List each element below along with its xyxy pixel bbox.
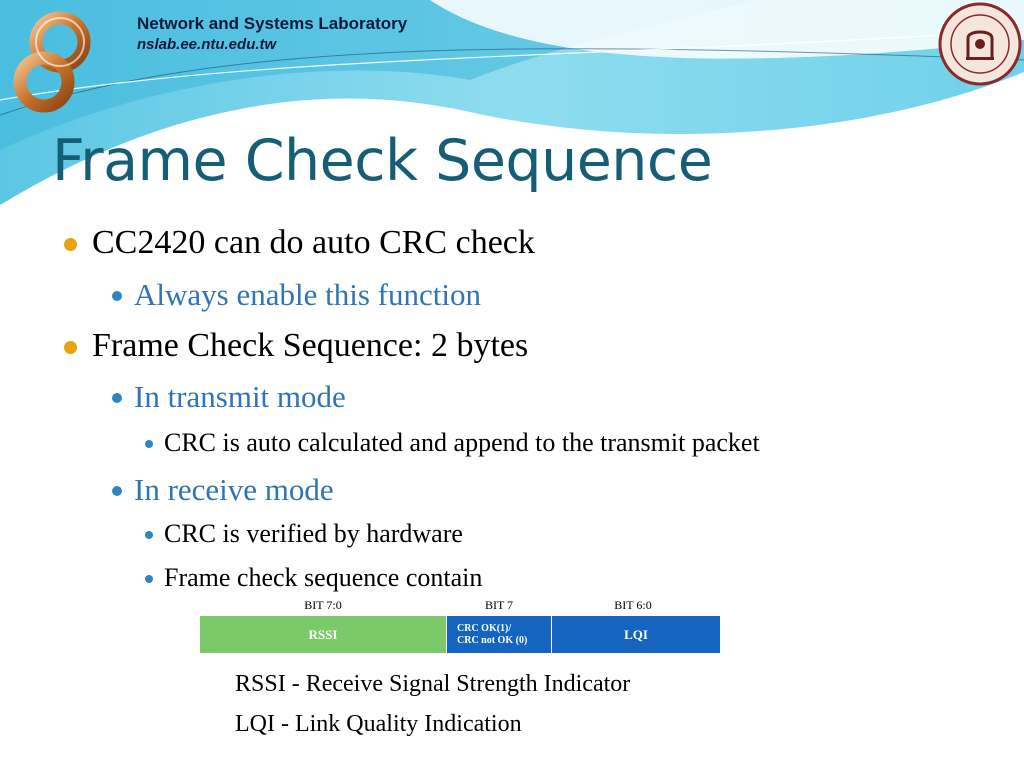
- bullet-dot-icon: [64, 238, 77, 251]
- bullet-text: Frame Check Sequence: 2 bytes: [92, 327, 529, 364]
- lab-logo-icon: [13, 11, 91, 113]
- crc-status-field: CRC OK(1)/ CRC not OK (0): [447, 616, 551, 653]
- bullet-dot-icon: [145, 575, 153, 583]
- lab-name: Network and Systems Laboratory: [137, 14, 408, 33]
- bullet-text: Frame check sequence contain: [164, 563, 483, 592]
- bullet-item: Frame Check Sequence: 2 bytes: [64, 327, 529, 365]
- rssi-definition: RSSI - Receive Signal Strength Indicator: [235, 671, 631, 697]
- lab-url: nslab.ee.ntu.edu.tw: [137, 36, 277, 53]
- bullet-dot-icon: [112, 291, 122, 301]
- bullet-dot-icon: [145, 440, 153, 448]
- bit-label: BIT 7:0: [304, 598, 342, 612]
- bullet-text: CRC is auto calculated and append to the…: [164, 428, 760, 457]
- header-wave-background: [0, 0, 1024, 205]
- bullet-text: CC2420 can do auto CRC check: [92, 224, 535, 261]
- lqi-definition: LQI - Link Quality Indication: [235, 711, 522, 737]
- bullet-dot-icon: [64, 341, 77, 354]
- rssi-field: RSSI: [200, 616, 446, 653]
- crc-status-line: CRC not OK (0): [457, 634, 528, 646]
- bit-label: BIT 7: [484, 598, 514, 612]
- bullet-dot-icon: [112, 393, 122, 403]
- bullet-text: Always enable this function: [134, 277, 481, 312]
- bullet-dot-icon: [145, 531, 153, 539]
- bullet-item: In receive mode: [112, 472, 334, 508]
- bullet-text: In transmit mode: [134, 379, 346, 414]
- bullet-text: In receive mode: [134, 472, 334, 507]
- bullet-item: In transmit mode: [112, 379, 346, 415]
- bullet-item: CRC is verified by hardware: [145, 519, 463, 549]
- bullet-item: Always enable this function: [112, 277, 481, 313]
- lqi-field: LQI: [552, 616, 720, 653]
- bullet-item: CRC is auto calculated and append to the…: [145, 428, 760, 458]
- bullet-item: Frame check sequence contain: [145, 563, 483, 593]
- crc-status-line: CRC OK(1)/: [457, 622, 512, 634]
- fcs-byte-table: BIT 7:0 BIT 7 BIT 6:0 RSSI CRC OK(1)/ CR…: [200, 598, 720, 656]
- bullet-dot-icon: [112, 486, 122, 496]
- bit-label: BIT 6:0: [614, 598, 652, 612]
- slide-title: Frame Check Sequence: [52, 128, 713, 194]
- bullet-text: CRC is verified by hardware: [164, 519, 463, 548]
- bullet-item: CC2420 can do auto CRC check: [64, 224, 535, 262]
- university-seal-icon: [938, 2, 1022, 86]
